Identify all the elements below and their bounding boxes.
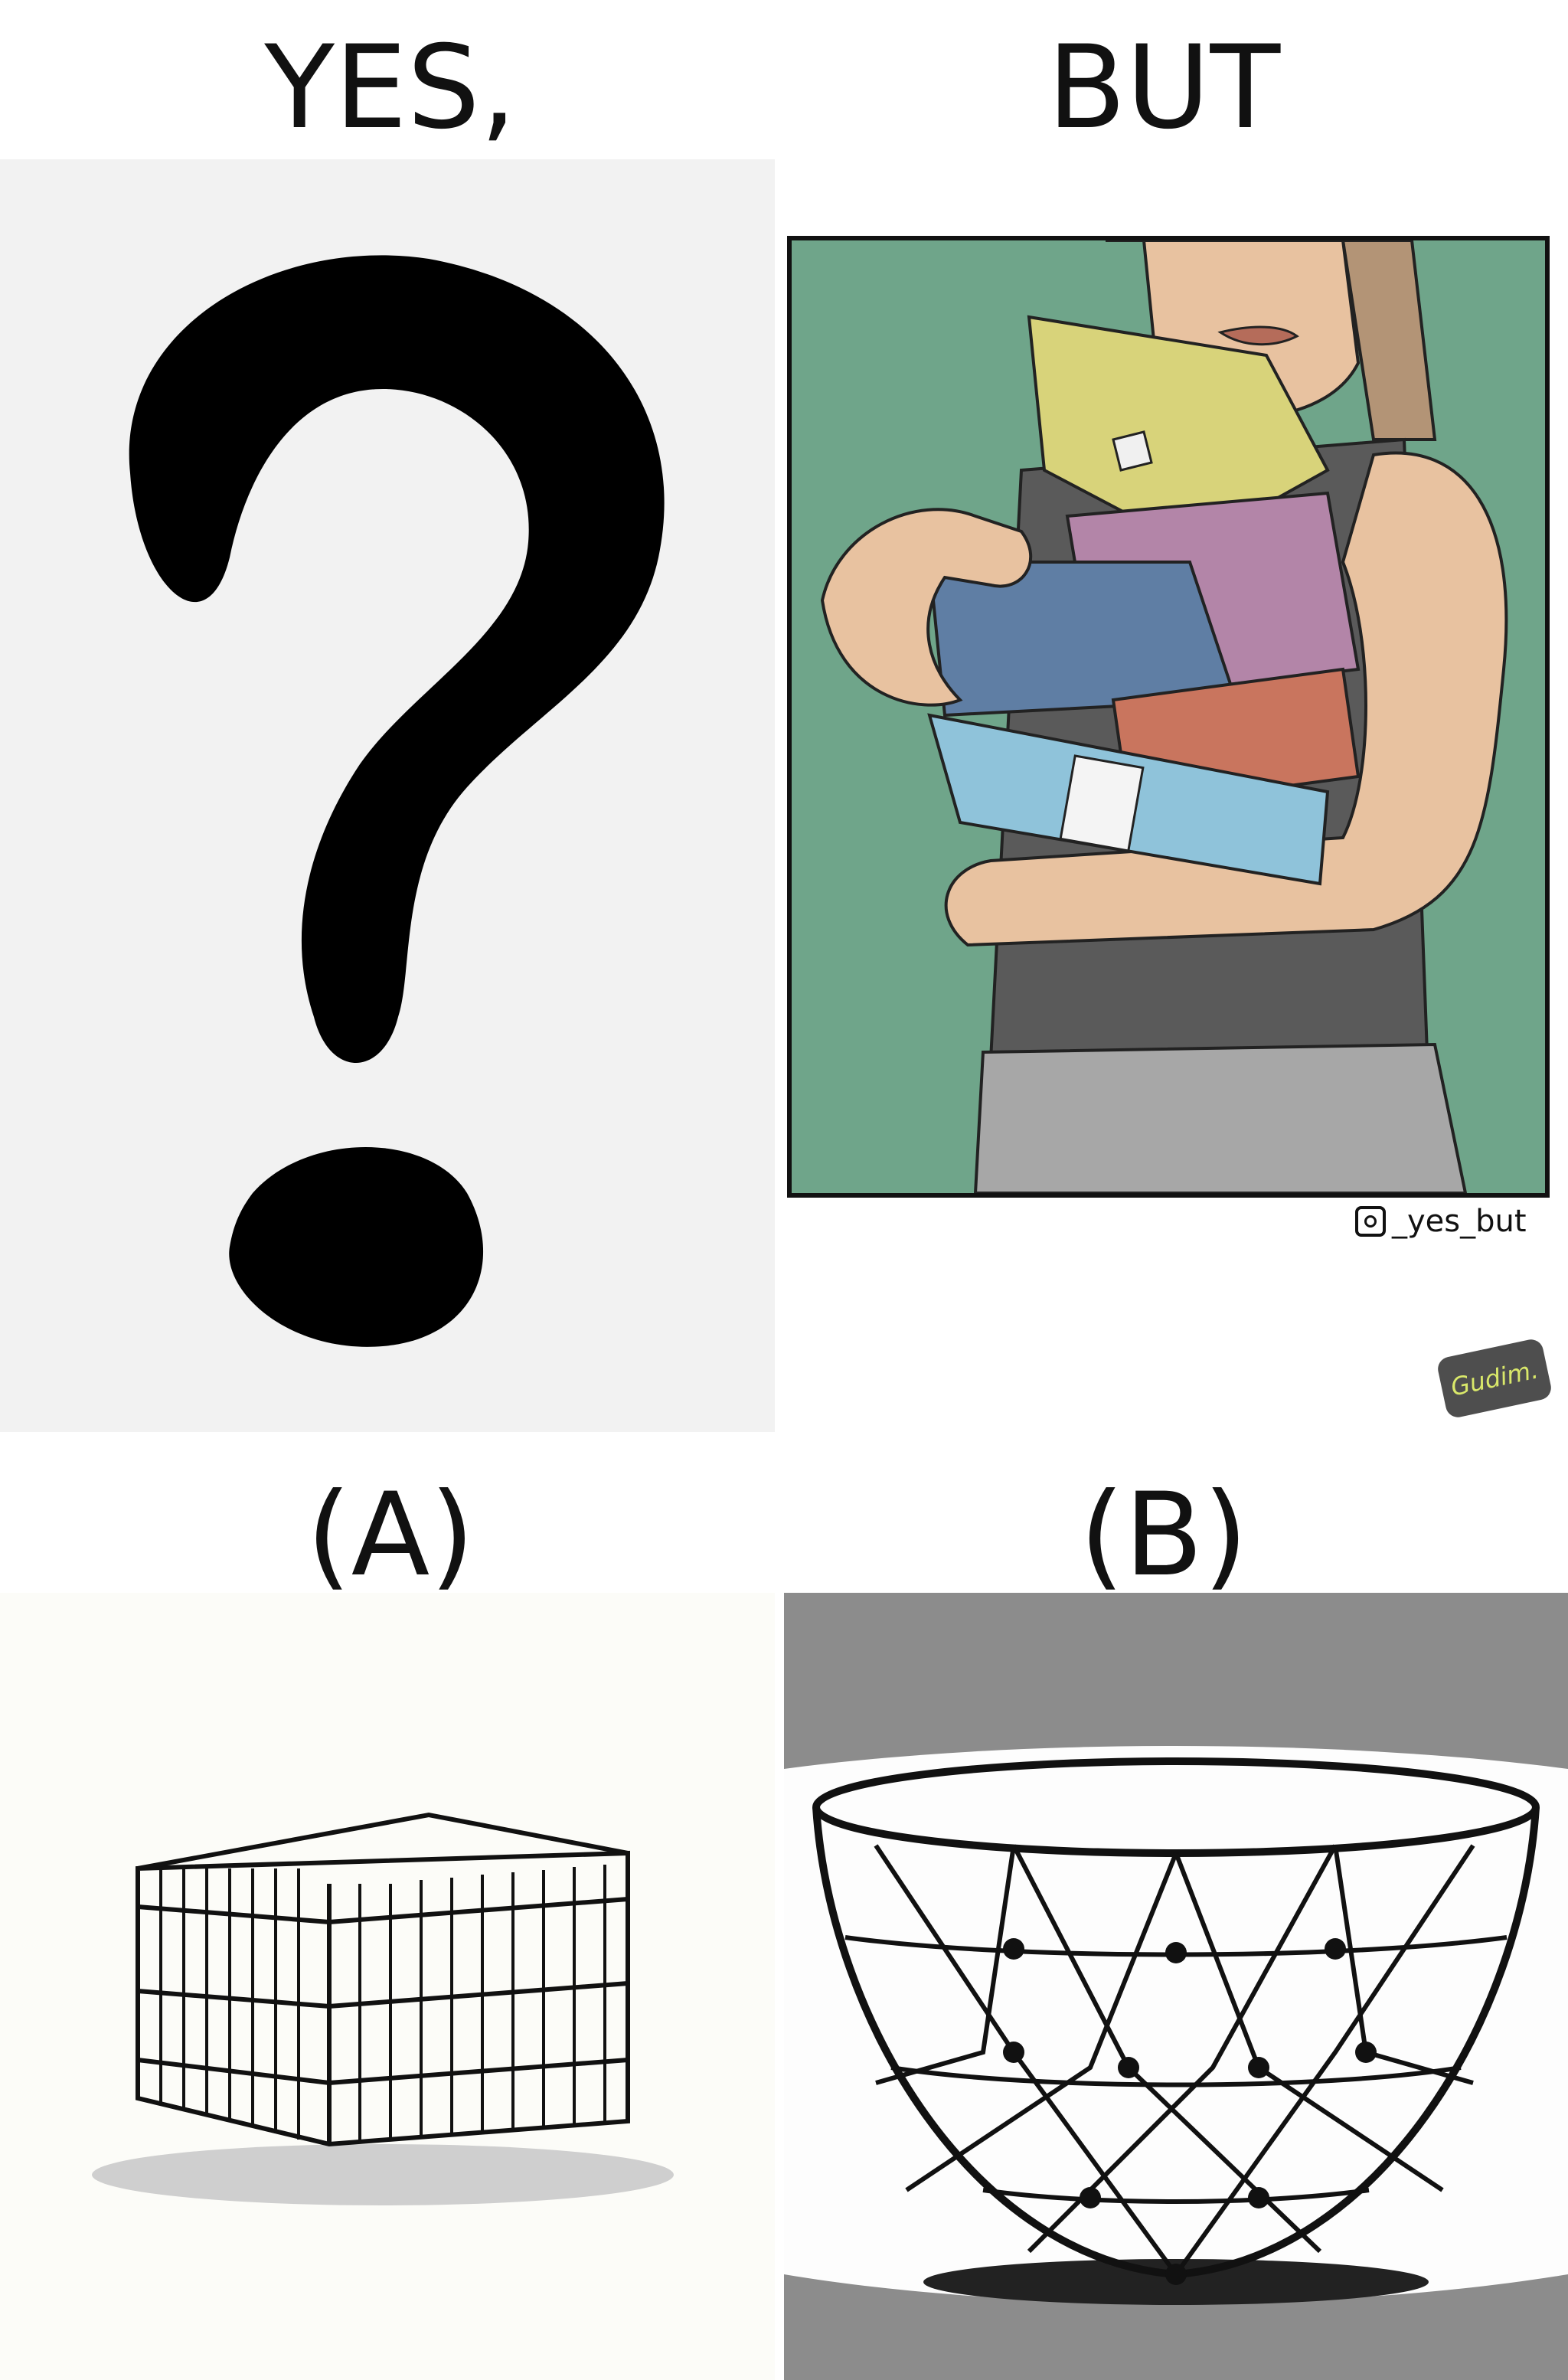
option-a-label: (A) xyxy=(306,1469,475,1602)
question-mark-icon xyxy=(129,255,665,1347)
option-b-label: (B) xyxy=(1080,1469,1248,1602)
heading-but: BUT xyxy=(1047,21,1281,155)
signature-text: Gudim. xyxy=(1448,1355,1541,1402)
instagram-icon xyxy=(1355,1206,1386,1237)
instagram-credit: _yes_but xyxy=(1355,1204,1527,1239)
comic-panel xyxy=(787,236,1550,1198)
heading-yes: YES, xyxy=(264,21,517,155)
artist-signature: Gudim. xyxy=(1436,1337,1553,1420)
mesh-bowl-basket-icon xyxy=(784,1746,1568,2305)
wire-crate-basket-icon xyxy=(92,1812,674,2205)
credit-text: _yes_but xyxy=(1392,1204,1527,1239)
person-carrying-groceries-icon xyxy=(820,240,1508,1193)
crate-panel xyxy=(0,1593,775,2380)
bowl-panel xyxy=(784,1593,1568,2380)
question-mark-panel xyxy=(0,159,775,1432)
